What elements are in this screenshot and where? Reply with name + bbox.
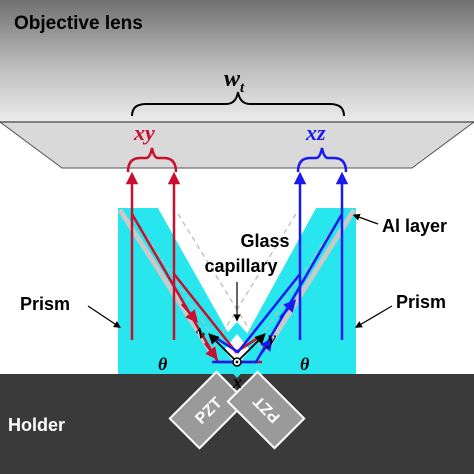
width-subscript: t	[240, 80, 245, 96]
prism-gap	[158, 208, 316, 350]
objective-lens-label: Objective lens	[14, 13, 143, 34]
xy-brace	[126, 147, 178, 173]
al-layer-right	[263, 208, 357, 352]
al-layer-pointer	[352, 213, 379, 225]
blue-ray-low-arrow	[259, 338, 273, 356]
glass-capillary-label-line2: capillary	[204, 256, 277, 276]
al-layer-left	[117, 208, 213, 352]
al-layer-label: Al layer	[382, 216, 447, 236]
width-symbol: w	[224, 66, 241, 92]
pzt-left-block: PZT	[168, 370, 248, 450]
xz-brace	[296, 147, 348, 173]
prism-right-label: Prism	[396, 292, 446, 312]
axis-y-label: y	[266, 328, 277, 348]
prism-left-label: Prism	[20, 294, 70, 314]
width-label: wt	[224, 66, 245, 96]
theta-left-label: θ	[158, 354, 168, 374]
red-ray-mid-arrow	[181, 303, 199, 323]
blue-ray-outer-path	[212, 213, 344, 364]
objective-lens	[0, 0, 474, 169]
theta-right-label: θ	[300, 354, 310, 374]
blue-rays	[212, 171, 349, 364]
axis-y-line	[236, 333, 266, 363]
axes	[208, 333, 266, 363]
axis-x-center	[235, 360, 239, 364]
axis-x-label: x	[232, 372, 242, 392]
width-brace	[131, 91, 345, 117]
axis-z-line	[208, 333, 238, 363]
prism-left-pointer	[87, 305, 121, 328]
blue-ray-inner-path	[215, 273, 301, 354]
xz-label: xz	[305, 120, 326, 145]
xy-label: xy	[133, 120, 155, 145]
holder	[0, 374, 474, 474]
pzt-right-block: PZT	[226, 370, 306, 450]
holder-label: Holder	[8, 415, 65, 435]
blue-ray-mid-arrow	[279, 299, 297, 319]
prism-right-pointer	[354, 305, 393, 328]
glass-capillary-label-line1: Glass	[240, 231, 289, 251]
red-ray-low-arrow	[204, 342, 218, 360]
